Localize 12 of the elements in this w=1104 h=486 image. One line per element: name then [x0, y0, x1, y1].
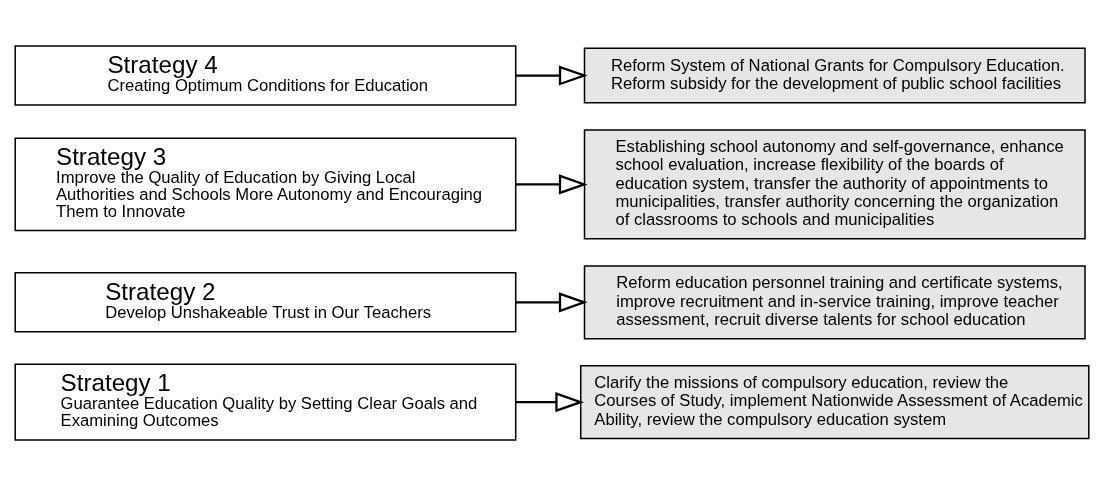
arrow: [515, 174, 588, 195]
node-box: Clarify the missions of compulsory education, review the Courses of Study, implement Nationwide Assessment of Academic Ability, review the compulsory education system: [579, 365, 1090, 440]
arrow: [515, 392, 585, 413]
node-box: Strategy 2 Develop Unshakeable Trust in Our Teachers: [14, 272, 517, 333]
node-box: Strategy 3 Improve the Quality of Education by Giving Local Authorities and Schools More Autonomy and Encouraging Them to Innovate: [14, 137, 517, 232]
node-box: Strategy 1 Guarantee Education Quality by Setting Clear Goals and Examining Outcomes: [14, 363, 517, 441]
node-box: Establishing school autonomy and self-governance, enhance school evaluation, increase flexibility of the boards of education system, transfer the authority of appointments to municipalities, transfer authority concerning the organization of classrooms to schools and municipalities: [583, 129, 1086, 240]
node-box: Reform System of National Grants for Compulsory Education. Reform subsidy for the development of public school facilities: [583, 47, 1086, 104]
arrow: [515, 65, 588, 86]
node-box: Strategy 4 Creating Optimum Conditions for Education: [14, 45, 517, 106]
node-box: Reform education personnel training and certificate systems, improve recruitment and in-service training, improve teacher assessment, recruit diverse talents for school education: [583, 265, 1086, 340]
arrow: [515, 292, 588, 313]
